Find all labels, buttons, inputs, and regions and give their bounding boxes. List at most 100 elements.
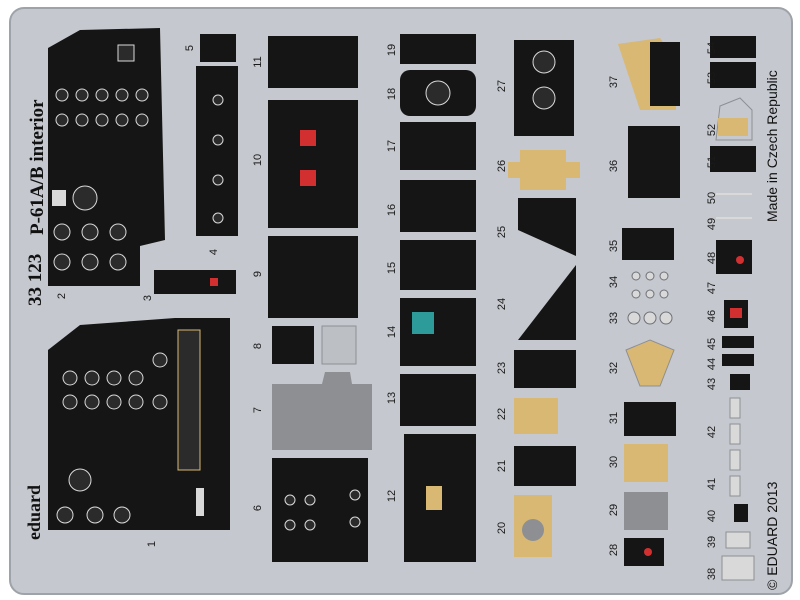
part-15 [400,240,476,290]
part-number-16: 16 [386,203,398,217]
part-number-7: 7 [252,406,264,414]
part-51 [710,146,756,172]
part-48 [716,240,752,274]
part-number-25: 25 [496,225,508,239]
part-5 [200,34,236,62]
part-4-knobs [212,94,224,224]
part-27-dial-top [532,50,556,74]
part-17 [400,122,476,170]
part-1-lever [196,488,204,516]
part-3-light [210,278,218,286]
part-6-knobs [284,489,361,531]
part-22 [514,398,558,434]
part-1-switch-strip [177,329,201,471]
part-number-31: 31 [608,411,620,425]
part-number-41: 41 [706,477,718,491]
part-52-panel [718,118,748,136]
part-number-54: 54 [706,41,718,55]
part-number-53: 53 [706,71,718,85]
part-6 [272,458,368,562]
part-28-light [644,548,652,556]
part-54 [710,36,756,58]
part-number-19: 19 [386,43,398,57]
part-number-52: 52 [706,123,718,137]
part-14-dial [412,312,434,334]
part-number-27: 27 [496,79,508,93]
part-45-43-knobs [722,336,754,390]
part-number-20: 20 [496,521,508,535]
part-18-dial [425,80,451,106]
part-50-49-levers [716,193,752,219]
part-number-36: 36 [608,159,620,173]
product-title: P-61A/B interior [27,99,48,235]
part-number-44: 44 [706,357,718,371]
part-12-placard [426,486,442,510]
part-9 [268,236,358,318]
part-number-12: 12 [386,489,398,503]
part-number-11: 11 [252,56,264,68]
part-number-30: 30 [608,455,620,469]
part-number-49: 49 [706,217,718,231]
part-10 [268,100,358,228]
part-number-47: 47 [706,281,718,295]
part-number-32: 32 [608,361,620,375]
part-46-light [730,308,742,318]
part-19 [400,34,476,64]
part-number-17: 17 [386,139,398,153]
part-number-1: 1 [146,540,158,548]
part-number-48: 48 [706,251,718,265]
part-1-gauges [56,352,168,524]
part-number-14: 14 [386,325,398,339]
part-2-placard [52,190,66,206]
part-number-5: 5 [184,44,196,52]
part-20-hole [522,519,544,541]
part-8-a [272,326,314,364]
part-3 [154,270,236,294]
part-number-39: 39 [706,535,718,549]
part-23 [514,350,576,388]
brand-logo: eduard [24,484,44,540]
part-number-18: 18 [386,87,398,101]
part-36 [628,126,680,198]
part-number-6: 6 [252,504,264,512]
part-number-45: 45 [706,337,718,351]
part-42-41-handles [729,397,741,497]
part-27-dial-bottom [532,86,556,110]
part-11 [268,36,358,88]
part-number-37: 37 [608,75,620,89]
part-number-9: 9 [252,270,264,278]
part-number-50: 50 [706,191,718,205]
part-number-51: 51 [706,155,718,169]
part-number-23: 23 [496,361,508,375]
part-number-10: 10 [252,153,264,167]
part-34-33-hardware [627,271,673,325]
part-number-4: 4 [208,248,220,256]
part-24 [518,265,576,340]
part-number-28: 28 [608,543,620,557]
part-25 [518,198,576,256]
part-48-light [736,256,744,264]
part-number-35: 35 [608,239,620,253]
part-number-38: 38 [706,567,718,581]
part-16 [400,180,476,232]
part-number-29: 29 [608,503,620,517]
part-number-24: 24 [496,297,508,311]
part-53 [710,62,756,88]
part-32 [625,339,675,387]
part-number-26: 26 [496,159,508,173]
part-2-gauges [53,88,149,271]
part-26 [508,150,580,190]
part-2-upper-box [117,44,135,62]
part-number-15: 15 [386,261,398,275]
part-29 [624,492,668,530]
part-number-43: 43 [706,377,718,391]
part-8-b [321,325,357,365]
part-39 [725,531,751,549]
part-number-34: 34 [608,275,620,289]
origin-text: Made in Czech Republic [764,70,780,222]
product-number: 33 123 [25,253,46,306]
part-37-panel [650,42,680,106]
copyright-text: © EDUARD 2013 [764,481,780,590]
part-35 [622,228,674,260]
